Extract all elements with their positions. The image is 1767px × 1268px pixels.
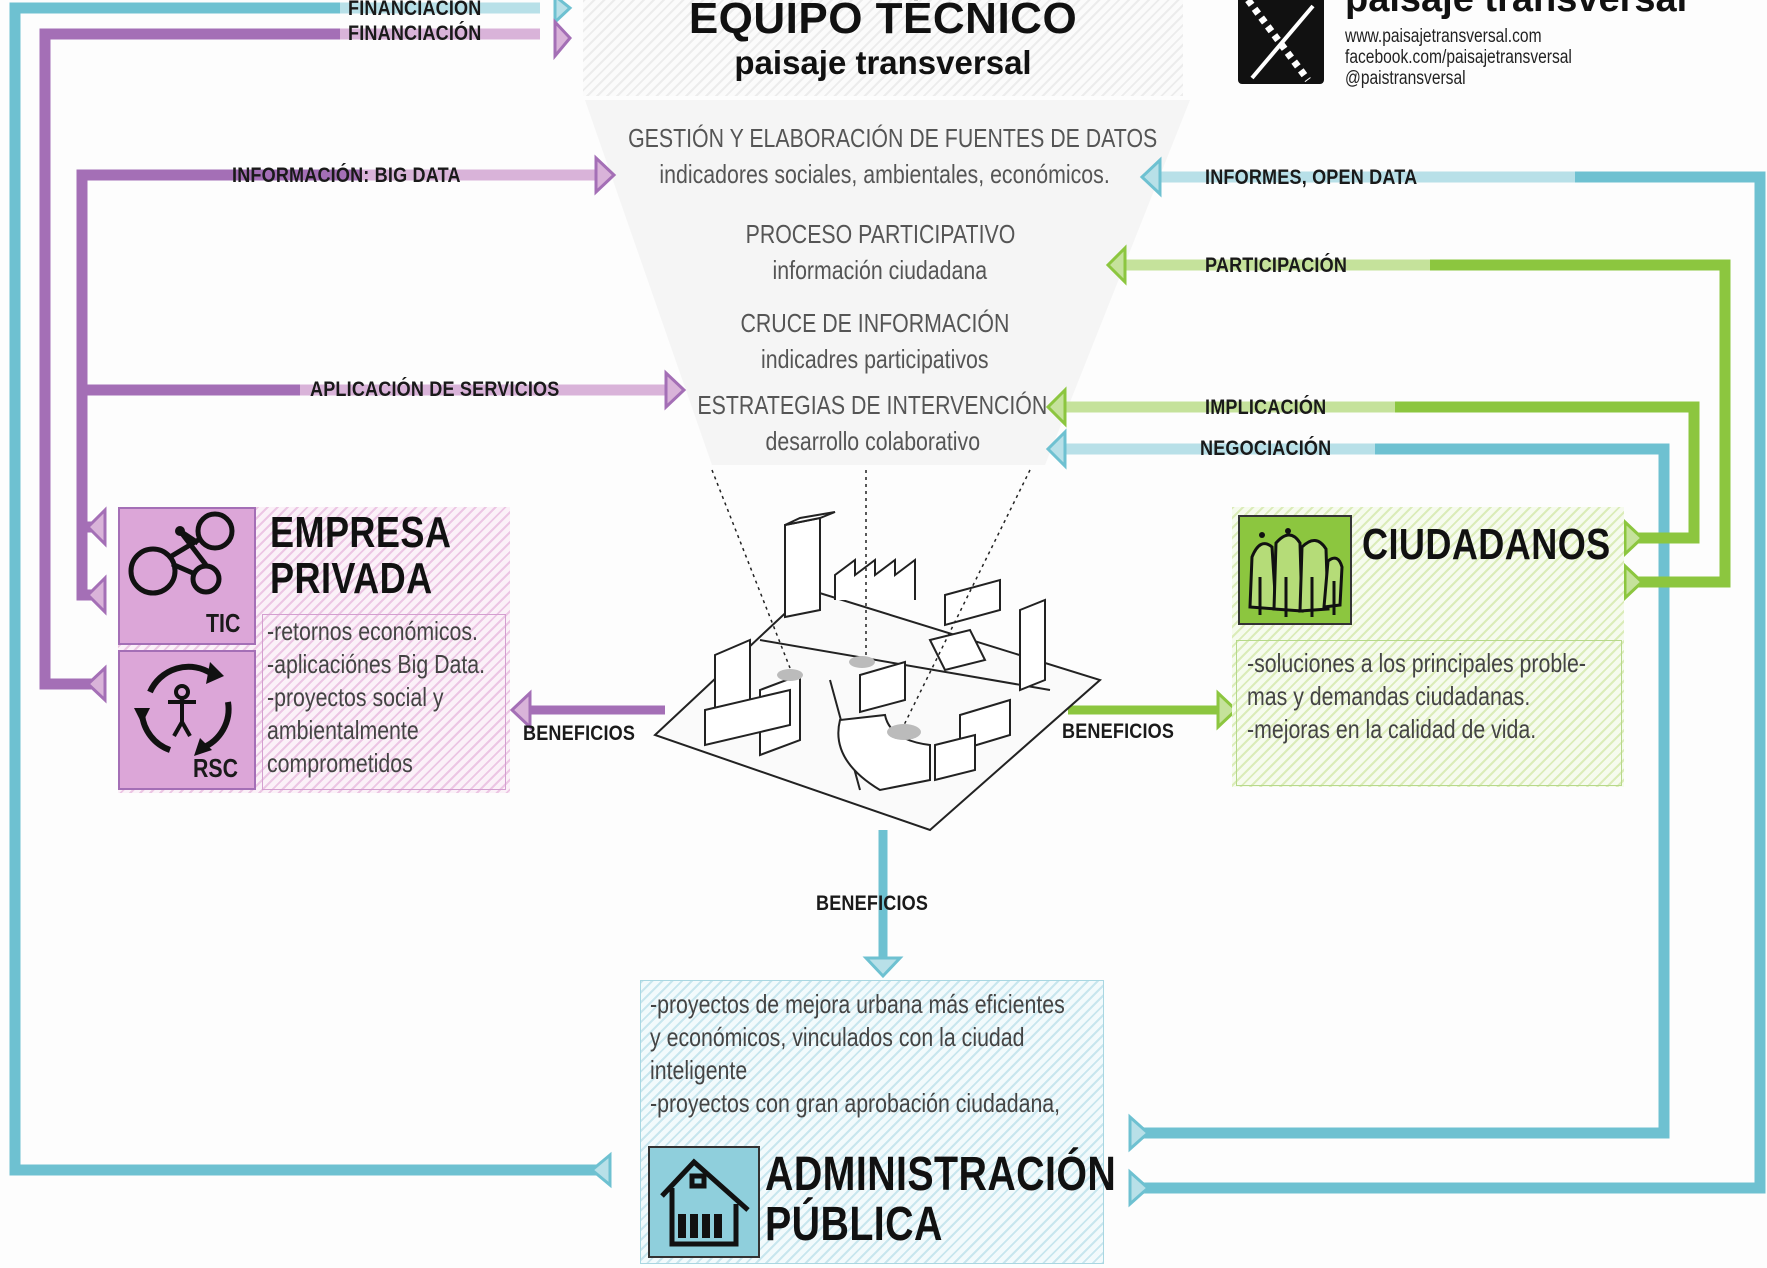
step-cruce-detail: indicadres participativos — [761, 344, 989, 374]
step-cruce: CRUCE DE INFORMACIÓN indicadres particip… — [570, 305, 1180, 377]
step-participativo-detail: información ciudadana — [772, 255, 988, 285]
administracion-benefit: y económicos, vinculados con la ciudad — [650, 1022, 1025, 1052]
process-funnel — [585, 100, 1190, 465]
step-gestion-title: GESTIÓN Y ELABORACIÓN DE FUENTES DE DATO… — [628, 123, 1158, 153]
arrow-beneficios-left — [509, 689, 532, 731]
flow-line-negociacion — [1130, 443, 1670, 1139]
arrow-rsc-in — [85, 664, 107, 704]
administracion-panel — [640, 980, 1104, 1264]
label-implicacion: IMPLICACIÓN — [1205, 396, 1327, 419]
administracion-benefits: -proyectos de mejora urbana más eficient… — [650, 988, 1100, 1120]
label-negociacion: NEGOCIACIÓN — [1200, 437, 1332, 460]
arrow-admin-left — [589, 1151, 612, 1189]
brand-website[interactable]: www.paisajetransversal.com — [1345, 26, 1542, 47]
ciudadanos-title-text: CIUDADANOS — [1362, 520, 1611, 569]
ciudadanos-benefit: mas y demandas ciudadanas. — [1247, 681, 1531, 711]
administracion-title-line1: ADMINISTRACIÓN — [765, 1148, 1117, 1201]
label-informes-open-data: INFORMES, OPEN DATA — [1205, 166, 1418, 189]
label-participacion: PARTICIPACIÓN — [1205, 254, 1348, 277]
flow-line-financiacion-purple — [39, 28, 340, 690]
arrow-admin-right-top — [1128, 1113, 1151, 1153]
empresa-benefits: -retornos económicos. -aplicaciónes Big … — [262, 614, 506, 790]
arrow-ciudadanos-top — [1623, 518, 1645, 558]
logo-x-icon — [1245, 0, 1315, 83]
administracion-title-line2: PÚBLICA — [765, 1198, 943, 1251]
arrow-informacion — [594, 154, 617, 196]
flow-line-participacion — [1430, 259, 1731, 588]
flow-line-implicacion — [1395, 401, 1700, 544]
label-beneficios-right: BENEFICIOS — [1062, 720, 1175, 743]
brand-twitter[interactable]: @paistransversal — [1345, 68, 1466, 89]
rsc-label: RSC — [193, 753, 239, 783]
step-cruce-title: CRUCE DE INFORMACIÓN — [740, 308, 1010, 338]
brand-logo — [1238, 0, 1324, 84]
label-informacion-big-data: INFORMACIÓN: BIG DATA — [232, 164, 461, 187]
ciudadanos-title: CIUDADANOS — [1362, 520, 1665, 570]
arrow-implicacion — [1045, 386, 1067, 428]
arrow-informes — [1139, 156, 1162, 198]
empresa-title-line1: EMPRESA — [270, 508, 452, 557]
administracion-title: ADMINISTRACIÓN PÚBLICA — [765, 1150, 1193, 1250]
step-participativo-title: PROCESO PARTICIPATIVO — [745, 219, 1015, 249]
empresa-benefit: comprometidos — [267, 748, 413, 778]
page-title: EQUIPO TÉCNICO — [688, 0, 1078, 43]
label-financiacion-2: FINANCIACIÓN — [348, 22, 482, 45]
brand-facebook[interactable]: facebook.com/paisajetransversal — [1345, 47, 1572, 68]
flow-line-financiacion-blue — [9, 2, 610, 1176]
ciudadanos-benefit: -mejoras en la calidad de vida. — [1247, 714, 1537, 744]
arrow-aplicacion — [664, 369, 687, 411]
empresa-benefit: -aplicaciónes Big Data. — [267, 649, 486, 679]
step-gestion-detail: indicadores sociales, ambientales, econó… — [659, 159, 1111, 189]
administracion-benefit: -proyectos con gran aprobación ciudadana… — [650, 1088, 1061, 1118]
arrow-beneficios-bottom — [862, 956, 904, 979]
flow-line-informes — [1130, 171, 1766, 1194]
empresa-benefit: -retornos económicos. — [267, 616, 478, 646]
step-participativo: PROCESO PARTICIPATIVO información ciudad… — [570, 216, 1190, 288]
equipo-tecnico-header — [583, 0, 1183, 96]
tic-label: TIC — [206, 608, 241, 638]
arrow-beneficios-right — [1216, 689, 1239, 731]
brand-name: paisaje transversal — [1345, 0, 1687, 21]
building-icon — [660, 1158, 750, 1247]
arrow-admin-right-bottom — [1128, 1168, 1151, 1208]
arrow-financiacion-blue — [553, 0, 573, 26]
administracion-benefit: -proyectos de mejora urbana más eficient… — [650, 989, 1065, 1019]
page-subtitle: paisaje transversal — [734, 44, 1032, 81]
rsc-box[interactable]: RSC — [118, 650, 256, 790]
arrow-participacion — [1105, 244, 1127, 286]
label-beneficios-left: BENEFICIOS — [523, 722, 636, 745]
empresa-title: EMPRESA PRIVADA — [270, 510, 491, 602]
arrow-tic-bottom — [85, 574, 107, 616]
arrow-financiacion-purple — [553, 18, 573, 61]
empresa-benefit: -proyectos social y — [267, 682, 444, 712]
ciudadanos-benefits: -soluciones a los principales proble- ma… — [1236, 640, 1622, 786]
empresa-benefit: ambientalmente — [267, 715, 419, 745]
network-icon — [128, 511, 235, 596]
step-estrategias-title: ESTRATEGIAS DE INTERVENCIÓN — [697, 390, 1048, 420]
administracion-icon-box[interactable] — [648, 1146, 760, 1258]
city-illustration — [653, 469, 1102, 832]
ciudadanos-benefit: -soluciones a los principales proble- — [1247, 648, 1586, 678]
step-estrategias-detail: desarrollo colaborativo — [765, 426, 980, 456]
empresa-title-line2: PRIVADA — [270, 554, 433, 603]
brand-links: www.paisajetransversal.com facebook.com/… — [1345, 26, 1622, 89]
label-financiacion-1: FINANCIACIÓN — [348, 0, 482, 20]
step-estrategias: ESTRATEGIAS DE INTERVENCIÓN desarrollo c… — [570, 387, 1175, 459]
people-icon — [1248, 528, 1344, 617]
ciudadanos-icon-box[interactable] — [1238, 515, 1352, 625]
arrow-ciudadanos-bottom — [1623, 562, 1645, 602]
tic-box[interactable]: TIC — [118, 507, 256, 645]
administracion-benefit: inteligente — [650, 1055, 748, 1085]
recycle-person-icon — [134, 662, 232, 756]
label-beneficios-bottom: BENEFICIOS — [816, 892, 929, 915]
arrow-tic-top — [85, 506, 107, 548]
step-gestion: GESTIÓN Y ELABORACIÓN DE FUENTES DE DATO… — [570, 120, 1200, 192]
arrow-negociacion — [1045, 428, 1067, 470]
label-aplicacion-servicios: APLICACIÓN DE SERVICIOS — [310, 378, 560, 401]
